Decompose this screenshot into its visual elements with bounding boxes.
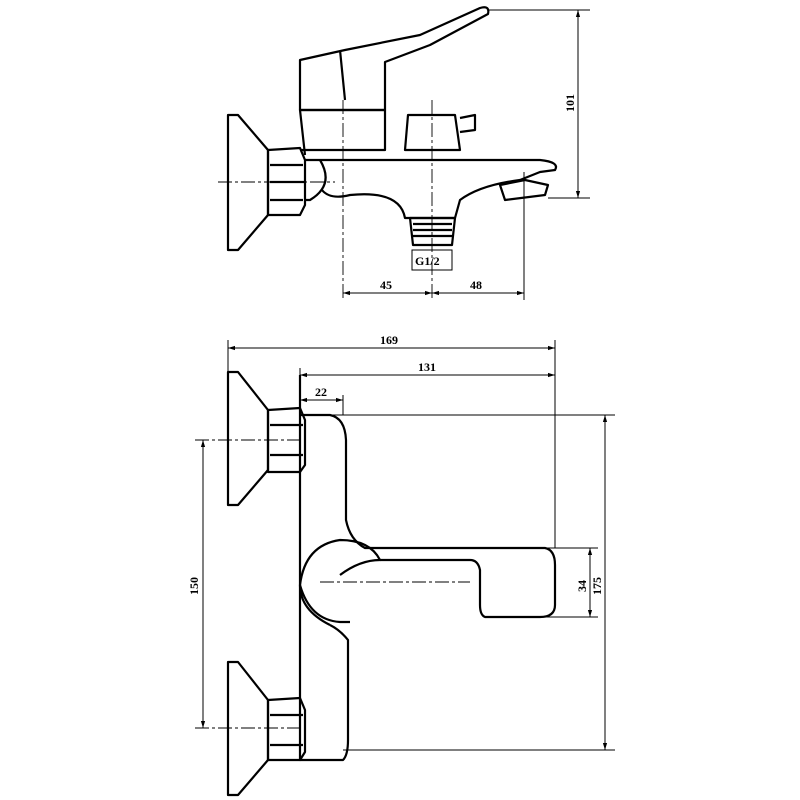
thread-connector [408, 216, 457, 247]
lever-handle [298, 6, 490, 112]
dim-150: 150 [187, 577, 201, 595]
dim-thread-g12: G1/2 [415, 254, 440, 268]
diverter-knob [403, 113, 477, 152]
upper-wall-flange [226, 370, 270, 507]
dim-131: 131 [418, 360, 436, 374]
mixer-body-top [298, 375, 557, 762]
side-view: 101 G1/2 45 48 [218, 6, 590, 300]
wall-flange [226, 113, 270, 252]
dim-175: 175 [590, 577, 604, 595]
connection-nut [266, 146, 307, 217]
dim-overall-169: 169 [380, 333, 398, 347]
lower-wall-flange [226, 660, 270, 797]
dim-height-101: 101 [563, 94, 577, 112]
lever-top [298, 538, 382, 626]
dim-right-48: 48 [470, 278, 482, 292]
spout-outlet [498, 178, 550, 202]
mixer-body [298, 108, 558, 220]
dim-left-45: 45 [380, 278, 392, 292]
dim-34: 34 [575, 580, 589, 592]
dim-22: 22 [315, 385, 327, 399]
top-view: 169 131 22 150 175 34 [187, 333, 615, 797]
